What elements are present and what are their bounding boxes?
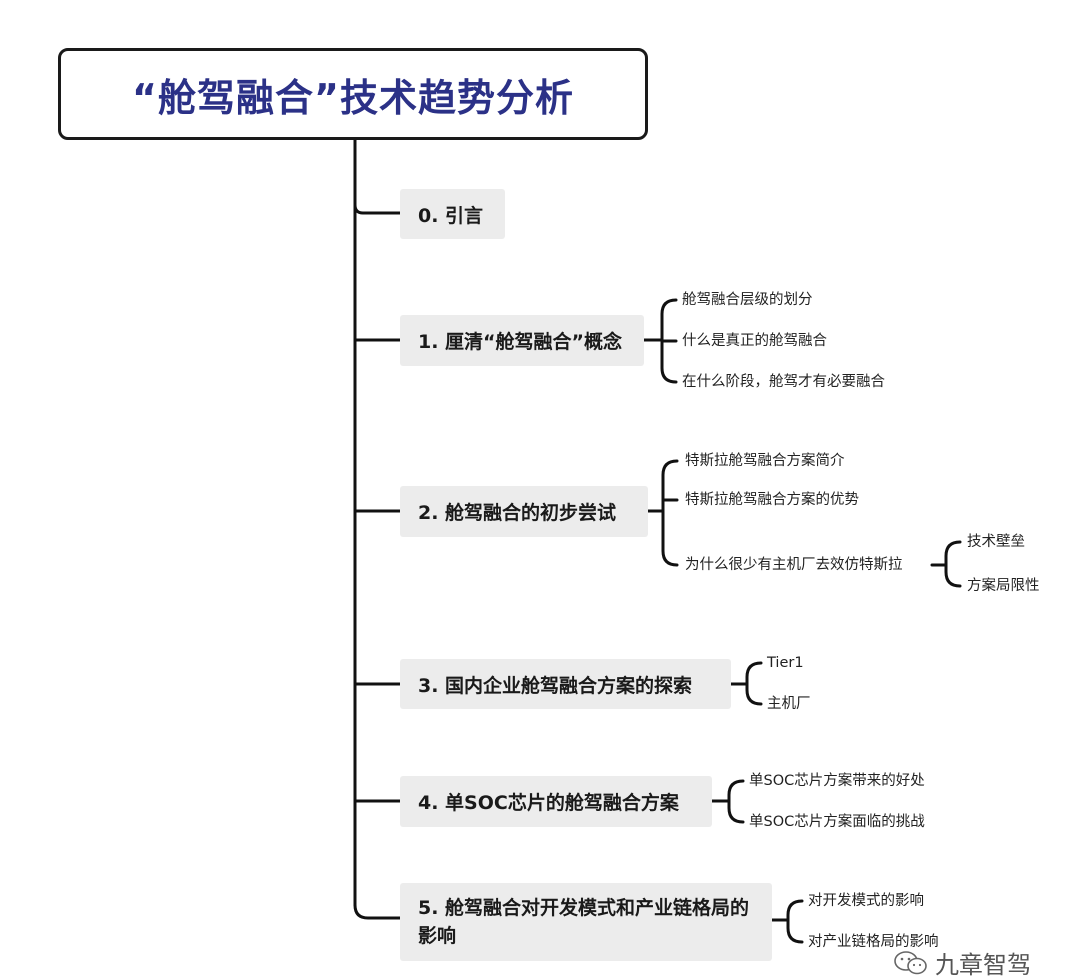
topic-2-child-2[interactable]: 特斯拉舱驾融合方案的优势 bbox=[685, 492, 859, 508]
topic-1-child-3[interactable]: 在什么阶段，舱驾才有必要融合 bbox=[682, 374, 885, 390]
topic-3-child-1[interactable]: Tier1 bbox=[767, 655, 804, 671]
topic-3-domestic-exploration[interactable]: 3. 国内企业舱驾融合方案的探索 bbox=[400, 659, 731, 709]
topic-1-child-1[interactable]: 舱驾融合层级的划分 bbox=[682, 292, 813, 308]
topic-2-child-3[interactable]: 为什么很少有主机厂去效仿特斯拉 bbox=[685, 557, 903, 573]
topic-2-initial-attempts[interactable]: 2. 舱驾融合的初步尝试 bbox=[400, 486, 648, 537]
topic-1-child-2[interactable]: 什么是真正的舱驾融合 bbox=[682, 333, 827, 349]
topic-3-child-2[interactable]: 主机厂 bbox=[767, 696, 811, 712]
topic-5-child-1[interactable]: 对开发模式的影响 bbox=[808, 893, 924, 909]
wechat-icon bbox=[894, 950, 927, 974]
topic-4-child-1[interactable]: 单SOC芯片方案带来的好处 bbox=[749, 773, 925, 789]
topic-0-introduction[interactable]: 0. 引言 bbox=[400, 189, 505, 239]
topic-5-impact[interactable]: 5. 舱驾融合对开发模式和产业链格局的影响 bbox=[400, 883, 772, 961]
topic-4-child-2[interactable]: 单SOC芯片方案面临的挑战 bbox=[749, 814, 925, 830]
topic-4-single-soc[interactable]: 4. 单SOC芯片的舱驾融合方案 bbox=[400, 776, 712, 827]
topic-2-grandchild-1[interactable]: 技术壁垒 bbox=[967, 534, 1025, 550]
central-title: “舱驾融合”技术趋势分析 bbox=[58, 48, 648, 140]
topic-5-child-2[interactable]: 对产业链格局的影响 bbox=[808, 934, 939, 950]
topic-2-child-1[interactable]: 特斯拉舱驾融合方案简介 bbox=[685, 453, 845, 469]
topic-1-concept[interactable]: 1. 厘清“舱驾融合”概念 bbox=[400, 315, 644, 366]
watermark-text: 九章智驾 bbox=[935, 951, 1031, 979]
topic-2-grandchild-2[interactable]: 方案局限性 bbox=[967, 578, 1040, 594]
watermark: 九章智驾 bbox=[893, 945, 1031, 980]
